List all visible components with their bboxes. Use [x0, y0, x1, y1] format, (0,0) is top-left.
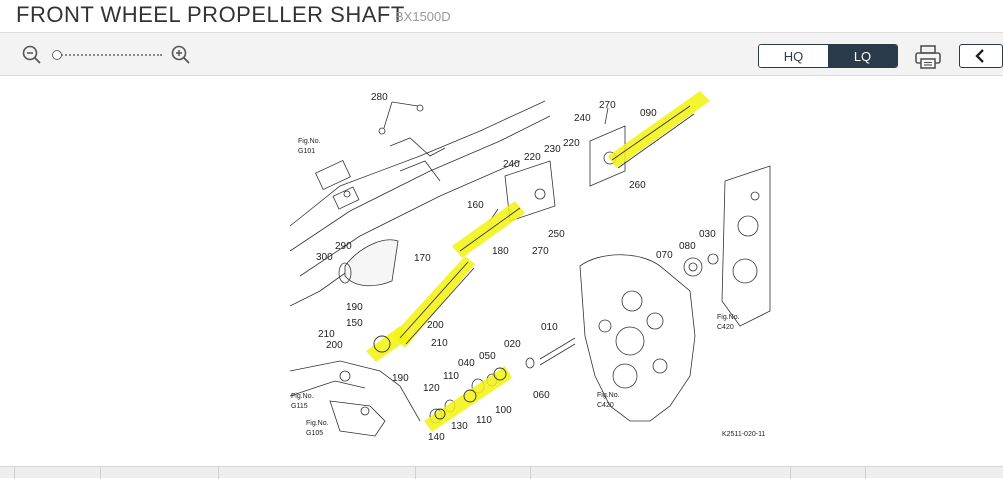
svg-text:C420: C420 — [717, 324, 734, 331]
quality-toggle: HQ LQ — [758, 44, 898, 68]
svg-text:G105: G105 — [306, 430, 323, 437]
svg-text:Fig.No.: Fig.No. — [597, 392, 620, 399]
fig-ref-g105[interactable]: Fig.No. G105 — [306, 420, 329, 437]
zoom-slider-knob[interactable] — [52, 50, 62, 60]
part-label[interactable]: 260 — [629, 180, 646, 191]
part-label[interactable]: 270 — [532, 246, 549, 257]
zoom-slider-track — [58, 54, 162, 58]
figure-references: Fig.No. G101 Fig.No. C420 Fig.No. C420 F… — [291, 138, 740, 437]
part-label[interactable]: 070 — [656, 250, 673, 261]
svg-text:G101: G101 — [298, 148, 315, 155]
part-label[interactable]: 060 — [533, 390, 550, 401]
part-label[interactable]: 170 — [414, 253, 431, 264]
zoom-in-icon[interactable] — [171, 45, 191, 65]
part-label[interactable]: 050 — [479, 351, 496, 362]
part-label[interactable]: 200 — [326, 340, 343, 351]
part-label[interactable]: 110 — [443, 371, 459, 382]
status-divider — [100, 467, 101, 479]
zoom-out-icon[interactable] — [22, 45, 42, 65]
part-label[interactable]: 140 — [428, 432, 445, 443]
svg-text:C420: C420 — [597, 402, 614, 409]
status-bar — [0, 466, 1003, 479]
status-divider — [530, 467, 531, 479]
part-label[interactable]: 100 — [495, 405, 512, 416]
part-label[interactable]: 190 — [392, 373, 409, 384]
part-label[interactable]: 150 — [346, 318, 363, 329]
part-label[interactable]: 180 — [492, 246, 509, 257]
model-code: BX1500D — [395, 9, 451, 24]
svg-text:Fig.No.: Fig.No. — [298, 138, 321, 145]
fig-ref-c420-right[interactable]: Fig.No. C420 — [717, 314, 740, 331]
status-divider — [415, 467, 416, 479]
part-label[interactable]: 220 — [524, 152, 541, 163]
part-label[interactable]: 120 — [423, 383, 440, 394]
status-divider — [14, 467, 15, 479]
parts-diagram: 280 270 090 240 230 220 240 220 260 160 … — [289, 91, 771, 443]
part-label[interactable]: 270 — [599, 100, 616, 111]
part-label[interactable]: 210 — [318, 329, 335, 340]
back-button[interactable] — [959, 44, 1003, 68]
part-labels: 280 270 090 240 230 220 240 220 260 160 … — [316, 92, 716, 443]
svg-text:Fig.No.: Fig.No. — [291, 393, 314, 400]
part-label[interactable]: 030 — [699, 229, 716, 240]
fig-ref-g115[interactable]: Fig.No. G115 — [291, 393, 314, 410]
part-label[interactable]: 300 — [316, 252, 333, 263]
status-divider — [218, 467, 219, 479]
title-fragment: ) — [0, 2, 1, 28]
part-label[interactable]: 090 — [640, 108, 657, 119]
part-label[interactable]: 040 — [458, 358, 475, 369]
part-label[interactable]: 010 — [541, 322, 558, 333]
lq-button[interactable]: LQ — [828, 45, 897, 67]
svg-text:G115: G115 — [291, 403, 308, 410]
part-label[interactable]: 240 — [574, 113, 591, 124]
part-label[interactable]: 020 — [504, 339, 521, 350]
printer-icon[interactable] — [914, 44, 942, 70]
page-title: FRONT WHEEL PROPELLER SHAFT — [16, 2, 405, 27]
part-label[interactable]: 290 — [335, 241, 352, 252]
hq-button[interactable]: HQ — [759, 45, 828, 67]
fig-ref-g101[interactable]: Fig.No. G101 — [298, 138, 321, 155]
part-label[interactable]: 130 — [451, 421, 468, 432]
part-label[interactable]: 250 — [548, 229, 565, 240]
part-label[interactable]: 240 — [503, 159, 520, 170]
svg-text:Fig.No.: Fig.No. — [717, 314, 740, 321]
svg-text:Fig.No.: Fig.No. — [306, 420, 329, 427]
title-bar: ) FRONT WHEEL PROPELLER SHAFT BX1500D — [0, 0, 1003, 32]
diagram-viewer[interactable]: 280 270 090 240 230 220 240 220 260 160 … — [0, 76, 1003, 466]
toolbar: HQ LQ — [0, 32, 1003, 76]
part-label[interactable]: 230 — [544, 144, 561, 155]
part-label[interactable]: 110 — [476, 415, 492, 426]
chevron-left-icon — [975, 49, 984, 63]
part-label[interactable]: 210 — [431, 338, 448, 349]
part-label[interactable]: 280 — [371, 92, 388, 103]
status-divider — [790, 467, 791, 479]
drawing-code: K2511-020-11 — [722, 431, 765, 438]
part-label[interactable]: 220 — [563, 138, 580, 149]
status-divider — [865, 467, 866, 479]
part-label[interactable]: 190 — [346, 302, 363, 313]
part-label[interactable]: 200 — [427, 320, 444, 331]
zoom-slider[interactable] — [52, 50, 162, 60]
fig-ref-c420-lower[interactable]: Fig.No. C420 — [597, 392, 620, 409]
part-label[interactable]: 160 — [467, 200, 484, 211]
part-label[interactable]: 080 — [679, 241, 696, 252]
